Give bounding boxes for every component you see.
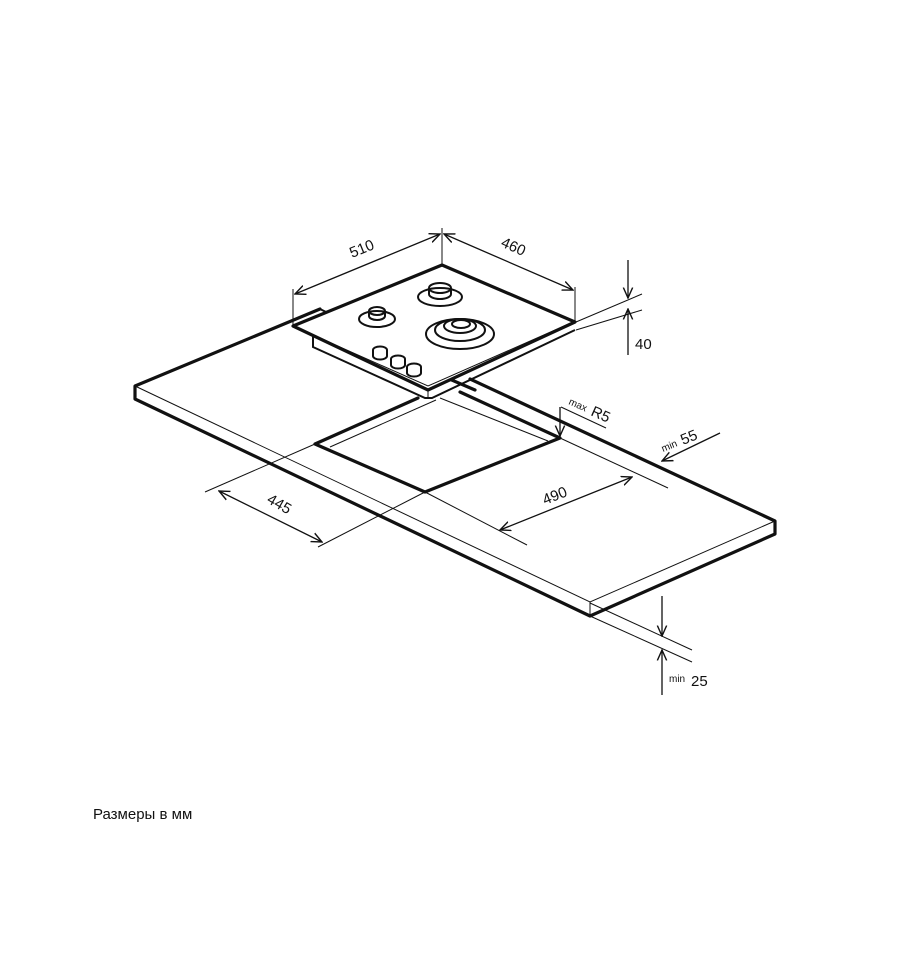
dimension-cutout-width: 445 xyxy=(204,443,426,548)
dimension-hob-height: 40 xyxy=(575,260,652,355)
svg-text:510: 510 xyxy=(347,237,377,262)
svg-text:25: 25 xyxy=(691,673,708,690)
svg-text:55: 55 xyxy=(678,427,700,449)
dimension-worktop-thickness: min 25 xyxy=(589,596,708,695)
svg-text:min: min xyxy=(669,674,685,685)
svg-text:445: 445 xyxy=(264,491,294,518)
dimension-hob-width: 510 xyxy=(292,228,443,325)
dimension-corner-radius: max R5 xyxy=(560,397,613,436)
svg-text:min: min xyxy=(660,439,679,455)
burner-wok xyxy=(425,318,495,350)
units-caption: Размеры в мм xyxy=(93,806,193,823)
svg-text:490: 490 xyxy=(540,484,570,509)
dimension-cutout-depth: 490 xyxy=(424,477,632,546)
burner-left xyxy=(358,306,396,328)
worktop-cutout xyxy=(313,390,562,494)
svg-text:40: 40 xyxy=(635,336,652,353)
control-knobs xyxy=(372,345,422,378)
svg-text:R5: R5 xyxy=(588,403,612,426)
gas-hob xyxy=(291,263,577,399)
svg-text:460: 460 xyxy=(498,234,528,260)
